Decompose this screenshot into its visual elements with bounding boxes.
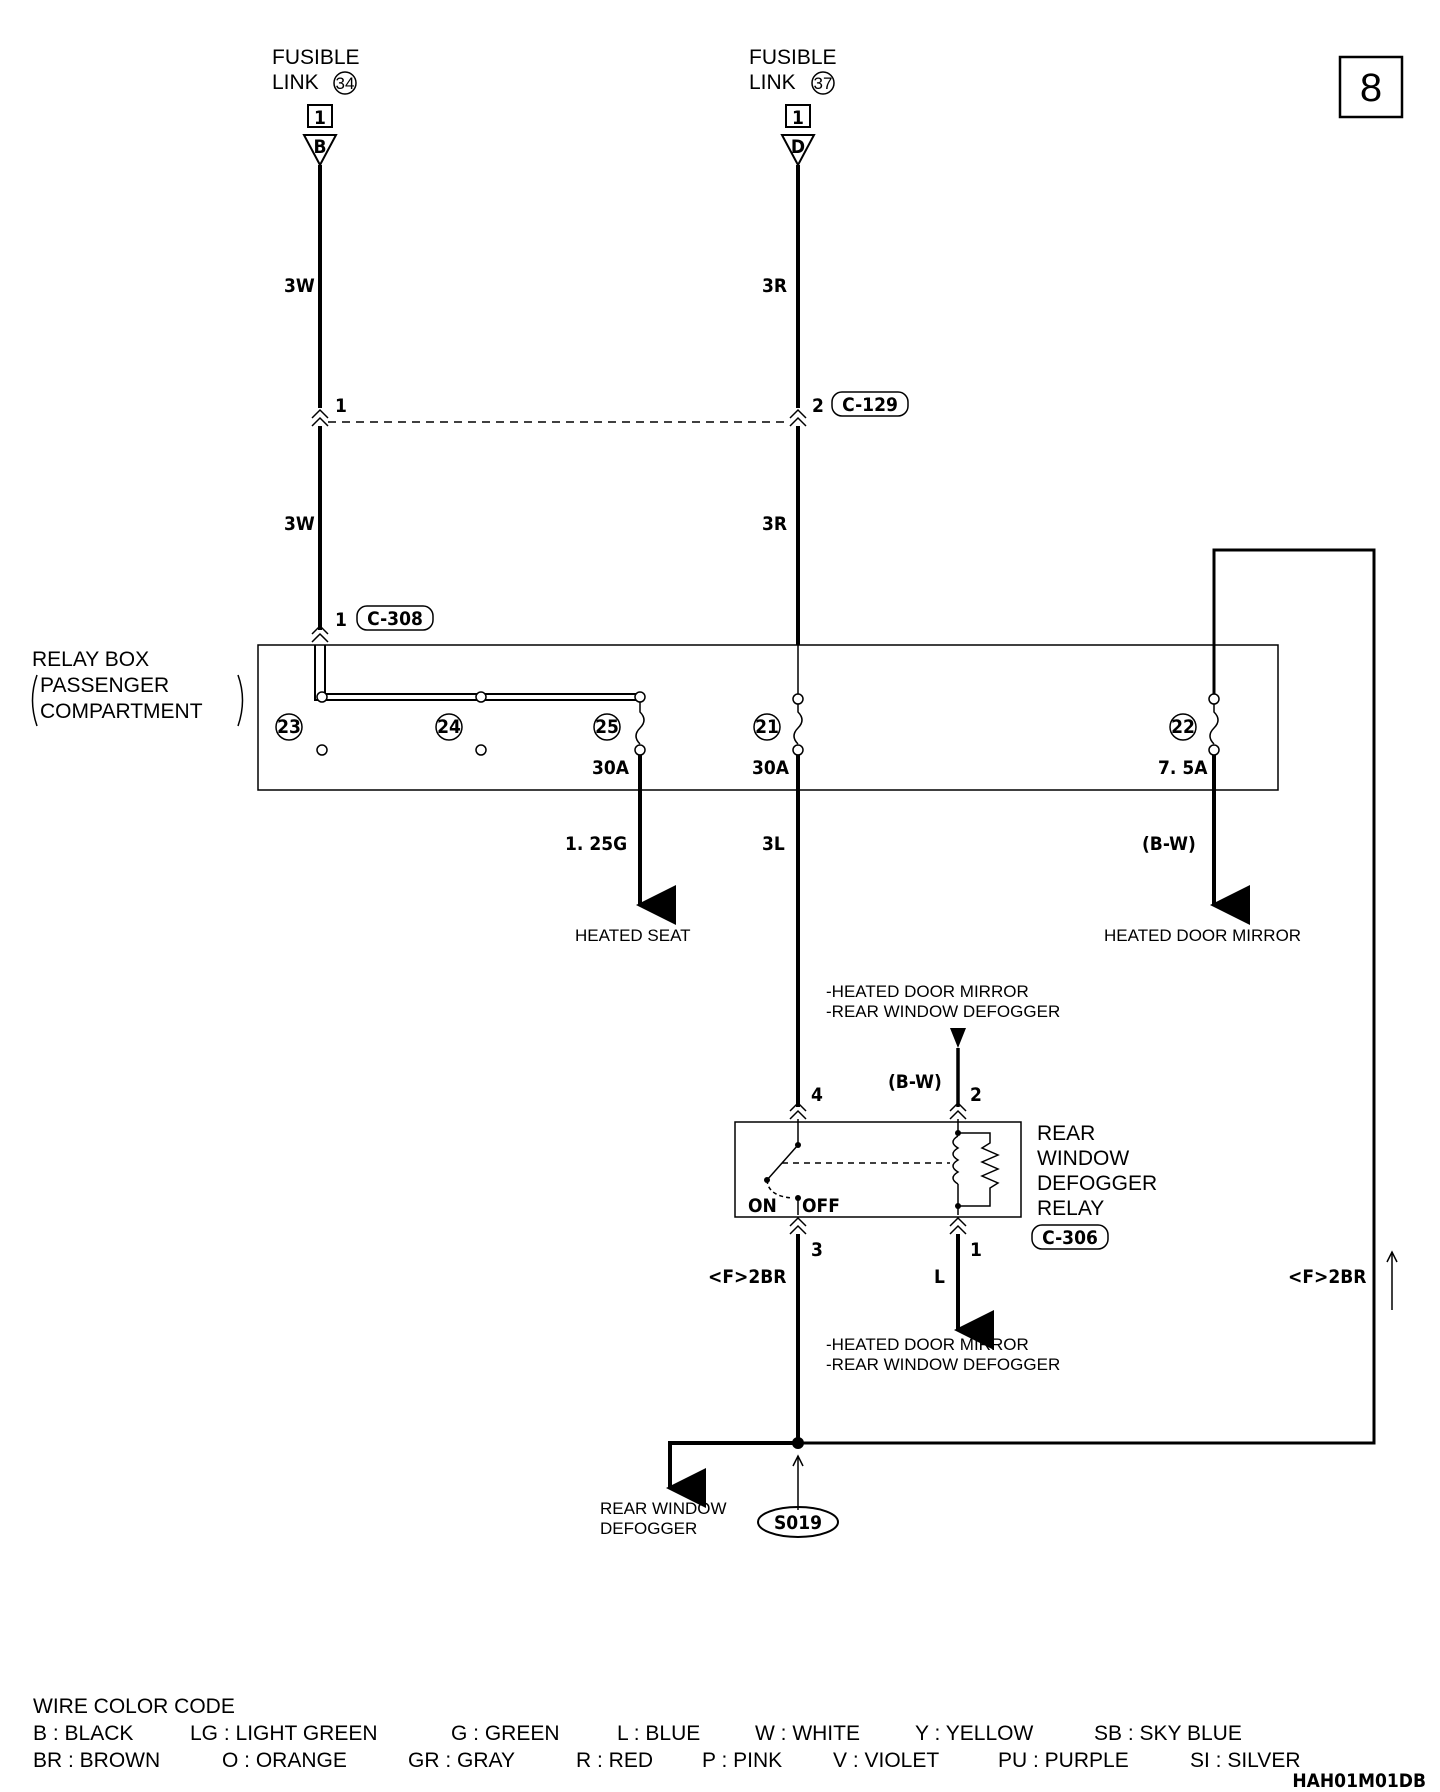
wire-label-heated-seat: 1. 25G — [565, 833, 627, 855]
color-code-g: G : GREEN — [451, 1722, 560, 1745]
dest-bottom-line1: -HEATED DOOR MIRROR — [826, 1335, 1029, 1354]
wire-label-relay-out: L — [934, 1266, 945, 1288]
relay-pin-2: 2 — [970, 1084, 982, 1106]
dest-top-line2: -REAR WINDOW DEFOGGER — [826, 1002, 1060, 1021]
relay-on-label: ON — [748, 1195, 777, 1217]
fusible-link-37: FUSIBLE LINK 37 1 D — [749, 46, 837, 168]
wire-rear-defogger — [666, 1441, 798, 1508]
fusible-link-37-line2: LINK — [749, 71, 796, 94]
wire-label-ground-right: <F>2BR — [1288, 1266, 1366, 1288]
fuse-24-number: 24 — [437, 716, 461, 738]
relay-box-sub1: PASSENGER — [40, 674, 169, 697]
rear-window-defogger-relay: 4 2 ON OFF 3 1 REAR WINDOW DEFOGGER RELA… — [734, 1084, 1157, 1261]
figure-id: HAH01M01DB — [1292, 1770, 1426, 1792]
c308-pin: 1 — [335, 609, 347, 631]
color-code-pu: PU : PURPLE — [998, 1749, 1129, 1772]
fusible-link-37-number: 37 — [814, 74, 833, 93]
color-code-title: WIRE COLOR CODE — [33, 1695, 235, 1718]
relay-name-line2: WINDOW — [1037, 1147, 1129, 1170]
wire-label-3w-upper: 3W — [284, 275, 315, 297]
fuse-23-number: 23 — [277, 716, 301, 738]
relay-pin-1: 1 — [970, 1239, 982, 1261]
wire-color-code: WIRE COLOR CODE B : BLACK LG : LIGHT GRE… — [33, 1695, 1301, 1772]
color-code-si: SI : SILVER — [1190, 1749, 1301, 1772]
wire-label-mirror: (B-W) — [1142, 833, 1196, 855]
fusible-link-34-terminal: 1 — [314, 107, 326, 129]
relay-off-label: OFF — [802, 1195, 840, 1217]
color-code-b: B : BLACK — [33, 1722, 133, 1745]
color-code-br: BR : BROWN — [33, 1749, 160, 1772]
splice-s019-outline — [757, 1506, 839, 1538]
relay-pin-3: 3 — [811, 1239, 823, 1261]
c129-pin-left: 1 — [335, 395, 347, 417]
c308-label: C-308 — [367, 608, 423, 630]
c306-label: C-306 — [1042, 1227, 1098, 1249]
color-code-gr: GR : GRAY — [408, 1749, 515, 1772]
fusible-link-37-terminal: 1 — [792, 107, 804, 129]
fuse-22-number: 22 — [1171, 716, 1195, 738]
fuse-21-rating: 30A — [752, 757, 790, 779]
connector-c308: 1 C-308 — [311, 605, 434, 643]
fusible-link-37-number-circle — [811, 71, 835, 95]
color-code-p: P : PINK — [702, 1749, 782, 1772]
color-code-r: R : RED — [576, 1749, 653, 1772]
fuse-25-rating: 30A — [592, 757, 630, 779]
color-code-lg: LG : LIGHT GREEN — [190, 1722, 378, 1745]
wire-label-3w-lower: 3W — [284, 513, 315, 535]
color-code-sb: SB : SKY BLUE — [1094, 1722, 1242, 1745]
color-code-y: Y : YELLOW — [915, 1722, 1033, 1745]
fusible-link-34-number-circle — [333, 71, 357, 95]
relay-name-line3: DEFOGGER — [1037, 1172, 1157, 1195]
wire-label-3r-lower: 3R — [762, 513, 787, 535]
dest-heated-seat: HEATED SEAT — [575, 926, 691, 945]
fusible-link-34-letter: B — [313, 136, 326, 158]
connector-c129: 1 2 C-129 — [311, 391, 909, 427]
wire-ground-return — [798, 548, 1376, 1445]
fuse-22-rating: 7. 5A — [1158, 757, 1208, 779]
page-number: 8 — [1360, 66, 1382, 110]
wire-label-3l: 3L — [762, 833, 785, 855]
fuse-25-number: 25 — [595, 716, 619, 738]
c129-pin-right: 2 — [812, 395, 824, 417]
page-number-box: 8 — [1338, 55, 1404, 119]
relay-box-title: RELAY BOX — [32, 648, 149, 671]
fusible-link-34-number: 34 — [336, 74, 355, 93]
wire-label-relay-in: (B-W) — [888, 1071, 942, 1093]
relay-box: RELAY BOX PASSENGER COMPARTMENT 23 24 25… — [31, 644, 1279, 791]
color-code-o: O : ORANGE — [222, 1749, 347, 1772]
relay-name-line1: REAR — [1037, 1122, 1095, 1145]
dest-rear-defogger-line2: DEFOGGER — [600, 1519, 697, 1538]
fusible-link-34-line2: LINK — [272, 71, 319, 94]
relay-name-line4: RELAY — [1037, 1197, 1104, 1220]
dest-top-line1: -HEATED DOOR MIRROR — [826, 982, 1029, 1001]
relay-pin-4: 4 — [811, 1084, 823, 1106]
fusible-link-37-line1: FUSIBLE — [749, 46, 837, 69]
dest-rear-defogger-line1: REAR WINDOW — [600, 1499, 727, 1518]
wire-label-ground-left: <F>2BR — [708, 1266, 786, 1288]
fusible-link-34: FUSIBLE LINK 34 1 B — [272, 46, 360, 168]
fusible-link-34-line1: FUSIBLE — [272, 46, 360, 69]
relay-box-sub2: COMPARTMENT — [40, 700, 203, 723]
fusible-link-37-letter: D — [791, 136, 805, 158]
wire-label-3r-upper: 3R — [762, 275, 787, 297]
dest-heated-mirror: HEATED DOOR MIRROR — [1104, 926, 1301, 945]
splice-s019-label: S019 — [774, 1512, 822, 1534]
color-code-v: V : VIOLET — [833, 1749, 939, 1772]
fuse-21-number: 21 — [755, 716, 779, 738]
c129-label: C-129 — [842, 394, 898, 416]
color-code-l: L : BLUE — [617, 1722, 700, 1745]
color-code-w: W : WHITE — [755, 1722, 860, 1745]
dest-bottom-line2: -REAR WINDOW DEFOGGER — [826, 1355, 1060, 1374]
